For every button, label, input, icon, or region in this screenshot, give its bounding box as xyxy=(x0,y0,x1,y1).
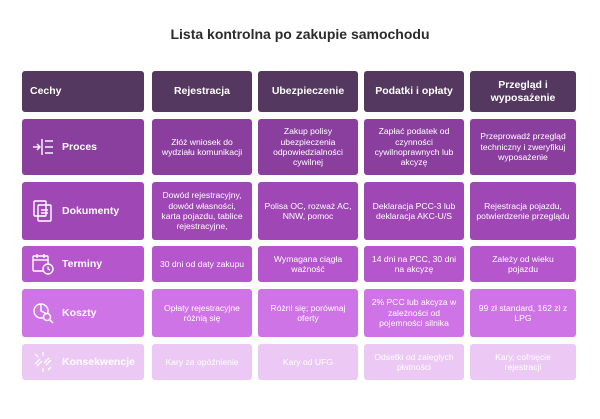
table-cell: Kary za opóźnienie xyxy=(152,344,252,380)
row-label-text: Proces xyxy=(62,140,98,153)
cost-analysis-icon xyxy=(30,300,56,326)
table-cell: Kary od UFG xyxy=(258,344,358,380)
table-cell: Złóż wniosek do wydziału komunikacji xyxy=(152,119,252,175)
table-cell: Opłaty rejestracyjne różnią się xyxy=(152,289,252,337)
process-icon xyxy=(30,134,56,160)
table-cell: Zależy od wieku pojazdu xyxy=(470,246,576,282)
table-cell: Odsetki od zaległych płatności xyxy=(364,344,464,380)
header-label: Cechy xyxy=(30,85,62,97)
table-cell: Wymagana ciągła ważność xyxy=(258,246,358,282)
header-cell-insurance: Ubezpieczenie xyxy=(258,71,358,112)
row-label-deadlines: Terminy xyxy=(22,246,144,282)
table-cell: Kary, cofnięcie rejestracji xyxy=(470,344,576,380)
header-cell-inspection: Przegląd i wyposażenie xyxy=(470,71,576,112)
row-label-consequences: Konsekwencje xyxy=(22,344,144,380)
table-cell: Dowód rejestracyjny, dowód własności, ka… xyxy=(152,182,252,240)
table-cell: 14 dni na PCC, 30 dni na akcyzę xyxy=(364,246,464,282)
table-cell: 99 zł standard, 162 zł z LPG xyxy=(470,289,576,337)
row-label-process: Proces xyxy=(22,119,144,175)
table-cell: Deklaracja PCC-3 lub deklaracja AKC-U/S xyxy=(364,182,464,240)
table-cell: Polisa OC, rozważ AC, NNW, pomoc xyxy=(258,182,358,240)
header-cell-taxes: Podatki i opłaty xyxy=(364,71,464,112)
table-cell: 30 dni od daty zakupu xyxy=(152,246,252,282)
page-title: Lista kontrolna po zakupie samochodu xyxy=(170,26,430,42)
table-cell: 2% PCC lub akcyza w zależności od pojemn… xyxy=(364,289,464,337)
table-cell: Różni się; porównaj oferty xyxy=(258,289,358,337)
table-cell: Przeprowadź przegląd techniczny i zweryf… xyxy=(470,119,576,175)
row-label-costs: Koszty xyxy=(22,289,144,337)
header-cell-registration: Rejestracja xyxy=(152,71,252,112)
table-cell: Zapłać podatek od czynności cywilnoprawn… xyxy=(364,119,464,175)
header-cell-features: Cechy xyxy=(22,71,144,112)
documents-icon xyxy=(30,198,56,224)
row-label-text: Koszty xyxy=(62,306,97,319)
row-label-text: Dokumenty xyxy=(62,204,120,217)
table-cell: Rejestracja pojazdu, potwierdzenie przeg… xyxy=(470,182,576,240)
table-cell: Zakup polisy ubezpieczenia odpowiedzialn… xyxy=(258,119,358,175)
broken-chain-icon xyxy=(30,349,56,375)
row-label-documents: Dokumenty xyxy=(22,182,144,240)
row-label-text: Konsekwencje xyxy=(62,355,135,368)
row-label-text: Terminy xyxy=(62,257,103,270)
calendar-clock-icon xyxy=(30,251,56,277)
